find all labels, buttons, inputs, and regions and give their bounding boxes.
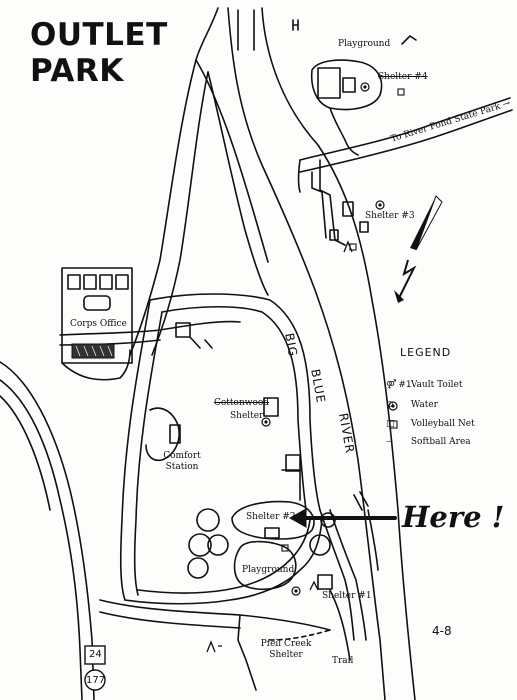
map-title-line1: OUTLET (30, 17, 168, 53)
playground-south-area (233, 540, 297, 591)
label-shelter-3: Shelter #3 (365, 211, 415, 221)
label-playground-north: Playground (338, 39, 391, 49)
label-shelter-1: Shelter #1 (322, 591, 372, 601)
label-corps-office: Corps Office (70, 319, 127, 329)
label-shelter-2: Shelter #2 (246, 512, 296, 522)
highway-shield-icon (84, 645, 106, 691)
river-bank-west (227, 7, 386, 700)
label-trail: Trail (332, 656, 354, 666)
volleyball-net-icon: □ (386, 419, 395, 429)
legend-item-volleyball-net: □ Volleyball Net (386, 419, 475, 429)
legend-label: Water (410, 400, 438, 410)
water-icon: ⊙ (386, 400, 394, 410)
main-road (129, 59, 197, 356)
north-arrow-icon (394, 195, 443, 303)
label-pfeil-creek: Pfeil Creek (260, 639, 312, 649)
legend-label: Volleyball Net (410, 419, 475, 429)
highway (0, 361, 95, 700)
label-shelter-4: Shelter #4 (378, 72, 428, 82)
softball-area-icon: ⌣ (386, 437, 392, 447)
highway-177-label: 177 (86, 675, 106, 686)
label-cottonwood: Cottonwood (214, 398, 270, 408)
river-bank-east (261, 7, 416, 700)
shelter-2-loop (231, 500, 315, 540)
here-callout: Here ! (402, 500, 505, 534)
highway-24-label: 24 (89, 649, 102, 660)
label-pfeil-creek-shelter: Shelter (269, 650, 303, 660)
label-cottonwood-shelter: Shelter (230, 411, 264, 421)
legend-item-water: ⊙ Water (386, 400, 438, 410)
legend-label: Softball Area (410, 437, 471, 447)
here-arrow-head (288, 508, 307, 528)
label-station: Station (165, 462, 199, 472)
sheet-number: 4-8 (432, 624, 452, 638)
label-playground-south: Playground (242, 565, 295, 575)
map-title-line2: PARK (30, 53, 124, 89)
vault-toilet-icon: ⚤ #1 (386, 380, 412, 390)
legend-item-vault-toilet: ⚤ #1 Vault Toilet (386, 380, 463, 390)
park-loop (149, 293, 321, 511)
legend-title: LEGEND (400, 346, 452, 359)
label-comfort: Comfort (163, 451, 201, 461)
legend-item-softball-area: ⌣ Softball Area (386, 437, 471, 447)
legend-label: Vault Toilet (410, 380, 463, 390)
